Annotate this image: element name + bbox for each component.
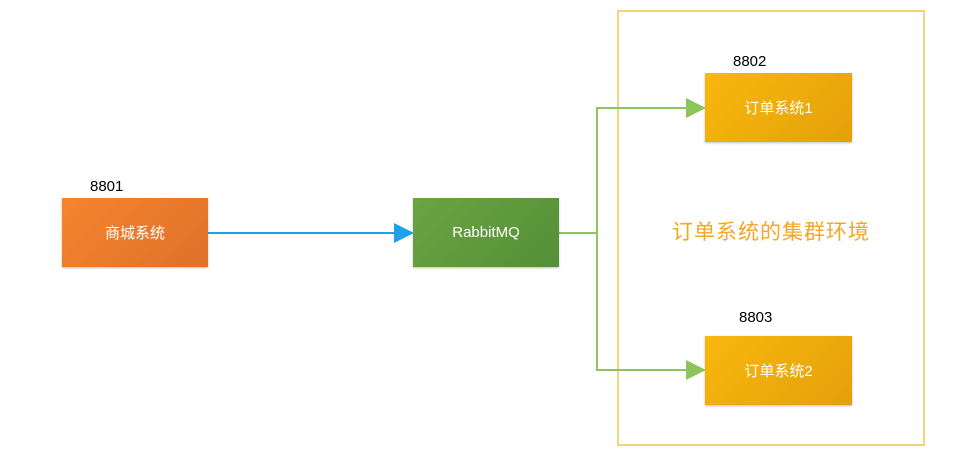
arrow-mq-to-order2: [596, 233, 706, 380]
order-system-2-node: 订单系统2: [705, 336, 852, 405]
mall-system-label: 商城系统: [104, 225, 165, 242]
cluster-label: 订单系统的集群环境: [672, 221, 870, 244]
cluster-boundary: [617, 10, 925, 446]
mall-port-label: 8801: [90, 178, 124, 195]
order-system-1-node: 订单系统1: [705, 73, 852, 142]
order1-port-label: 8802: [733, 53, 767, 70]
order2-port-label: 8803: [739, 309, 773, 326]
mall-system-node: 商城系统: [62, 198, 208, 267]
arrow-mq-to-order1: [559, 98, 706, 234]
order-system-2-label: 订单系统2: [744, 363, 813, 380]
rabbitmq-node: RabbitMQ: [413, 198, 559, 267]
rabbitmq-label: RabbitMQ: [452, 224, 520, 241]
order-system-1-label: 订单系统1: [744, 100, 813, 117]
